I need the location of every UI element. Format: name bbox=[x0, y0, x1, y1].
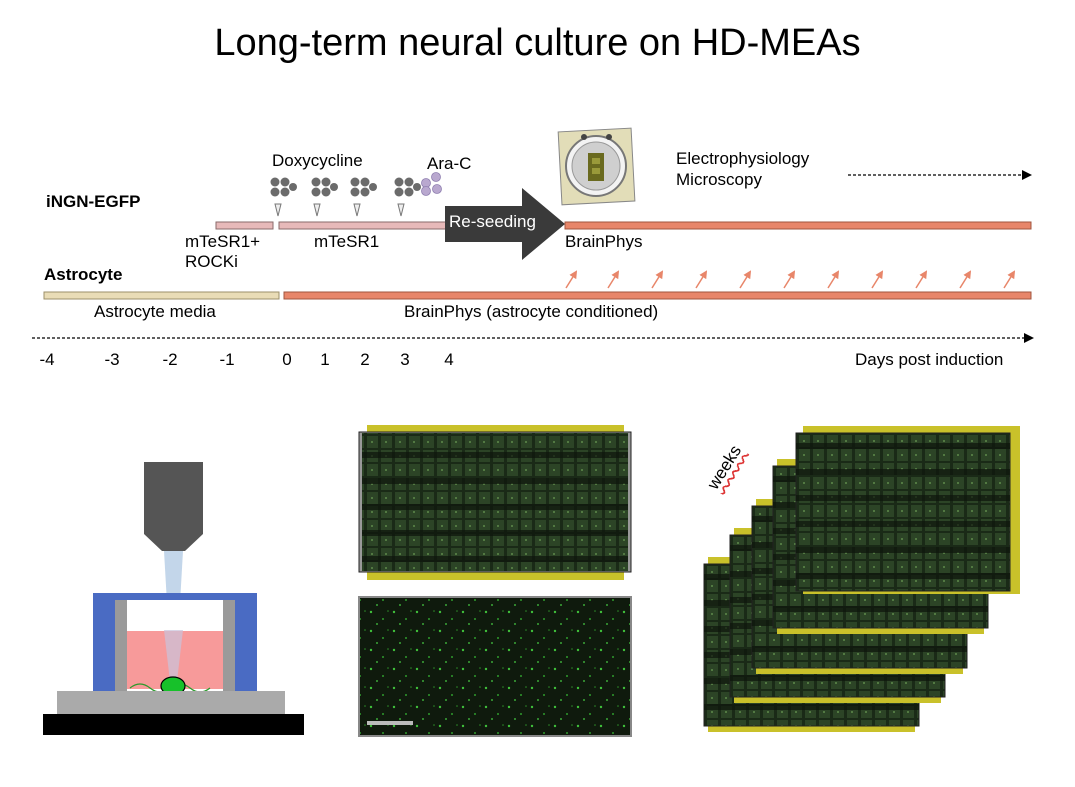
row-label-ingn: iNGN-EGFP bbox=[46, 192, 141, 211]
axis-tick-label: -1 bbox=[219, 350, 235, 369]
axis-tick-label: 0 bbox=[282, 350, 292, 369]
axis-tick-label: 1 bbox=[320, 350, 330, 369]
bar-brainphys-astro bbox=[283, 291, 1032, 300]
label-mtesr-rocki: mTeSR1+ ROCKi bbox=[185, 232, 261, 271]
label-microscopy: Microscopy bbox=[676, 170, 762, 189]
axis-tick-label: -2 bbox=[162, 350, 178, 369]
label-brainphys-conditioned: BrainPhys (astrocyte conditioned) bbox=[404, 302, 659, 321]
label-doxycycline: Doxycycline bbox=[272, 151, 363, 170]
reseeding-arrow bbox=[445, 188, 565, 260]
axis-tick-label: 4 bbox=[444, 350, 454, 369]
bar-mtesr bbox=[278, 221, 450, 230]
axis-tick-label: 2 bbox=[360, 350, 370, 369]
axis-label: Days post induction bbox=[855, 350, 1004, 369]
bar-mtesr-rocki bbox=[215, 221, 274, 230]
axis-tick-label: 3 bbox=[400, 350, 410, 369]
mea-chip-icon bbox=[557, 127, 636, 206]
row-label-astrocyte: Astrocyte bbox=[44, 265, 123, 284]
label-arac: Ara-C bbox=[427, 154, 472, 173]
axis-tick-label: -4 bbox=[39, 350, 55, 369]
mea-array-overview bbox=[358, 425, 632, 580]
conditioned-medium-arrows bbox=[565, 270, 1016, 289]
bar-astrocyte-media bbox=[43, 291, 280, 300]
dose-triangles bbox=[274, 203, 405, 217]
mea-stack-weeks bbox=[703, 426, 1020, 732]
label-electrophysiology: Electrophysiology bbox=[676, 149, 810, 168]
label-mtesr: mTeSR1 bbox=[314, 232, 380, 251]
label-brainphys: BrainPhys bbox=[565, 232, 643, 251]
label-astrocyte-media: Astrocyte media bbox=[94, 302, 216, 321]
label-reseeding: Re-seeding bbox=[449, 212, 536, 231]
arac-dose bbox=[421, 172, 442, 196]
axis-tick-label: -3 bbox=[104, 350, 120, 369]
figure-title: Long-term neural culture on HD-MEAs bbox=[214, 22, 861, 64]
microscope-setup bbox=[43, 462, 304, 735]
bar-brainphys-ingn bbox=[564, 221, 1032, 230]
fluorescence-image bbox=[358, 596, 632, 737]
doxycycline-doses bbox=[270, 177, 421, 197]
